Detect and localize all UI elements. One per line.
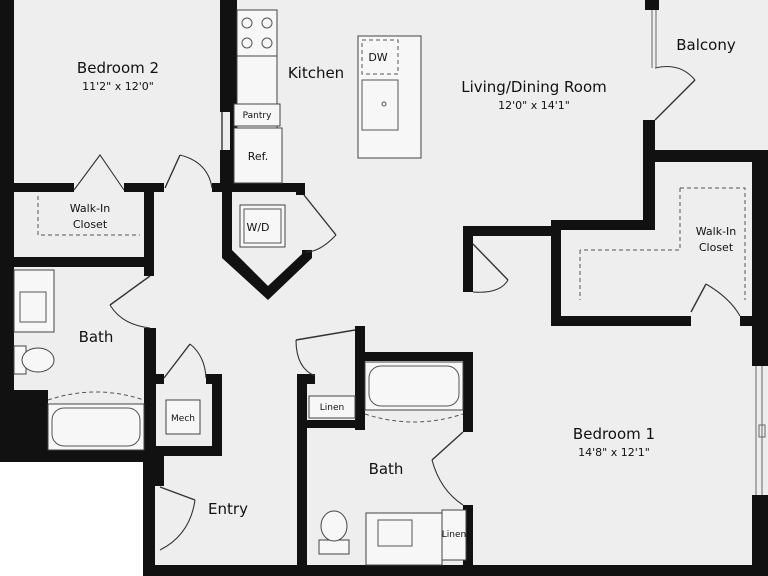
walkin2-shelf (37, 196, 140, 236)
kitchen-island (357, 35, 422, 159)
walkin1-line2: Closet (699, 241, 734, 254)
bath1-tub (47, 391, 145, 451)
wd-label: W/D (246, 221, 269, 234)
stove (236, 9, 278, 57)
bath2-toilet (318, 510, 350, 555)
linen-closet-1 (308, 395, 356, 419)
balcony-name: Balcony (676, 36, 736, 54)
pantry-label: Pantry (243, 111, 272, 121)
bath1-toilet (13, 345, 55, 375)
linen1-label: Linen (320, 403, 344, 413)
bedroom2-dims: 11'2" x 12'0" (82, 80, 154, 93)
ref-label: Ref. (248, 150, 269, 163)
washer-dryer (239, 204, 286, 248)
kitchen-name: Kitchen (288, 64, 344, 82)
bedroom2-name: Bedroom 2 (77, 59, 159, 77)
bath1-name: Bath (79, 328, 114, 346)
mech-label: Mech (171, 414, 195, 424)
pantry (233, 103, 281, 127)
bath2-vanity (365, 512, 443, 566)
bedroom1-dims: 14'8" x 12'1" (578, 446, 650, 459)
walkin2-line2: Closet (73, 218, 108, 231)
bath2-name: Bath (369, 460, 404, 478)
entry-name: Entry (208, 500, 248, 518)
bedroom1-name: Bedroom 1 (573, 425, 655, 443)
mech-closet (165, 399, 201, 435)
walkin1-line1: Walk-In (696, 225, 737, 238)
dishwasher-label: DW (368, 51, 387, 64)
doors (73, 10, 766, 551)
walkin2-line1: Walk-In (70, 202, 111, 215)
bath2-tub (364, 361, 464, 423)
linen2-label: Linen (442, 530, 466, 540)
refrigerator (233, 127, 283, 184)
living-dims: 12'0" x 14'1" (498, 99, 570, 112)
walkin1-shelf (680, 187, 746, 300)
linen-closet-2 (441, 509, 467, 561)
living-name: Living/Dining Room (461, 78, 607, 96)
